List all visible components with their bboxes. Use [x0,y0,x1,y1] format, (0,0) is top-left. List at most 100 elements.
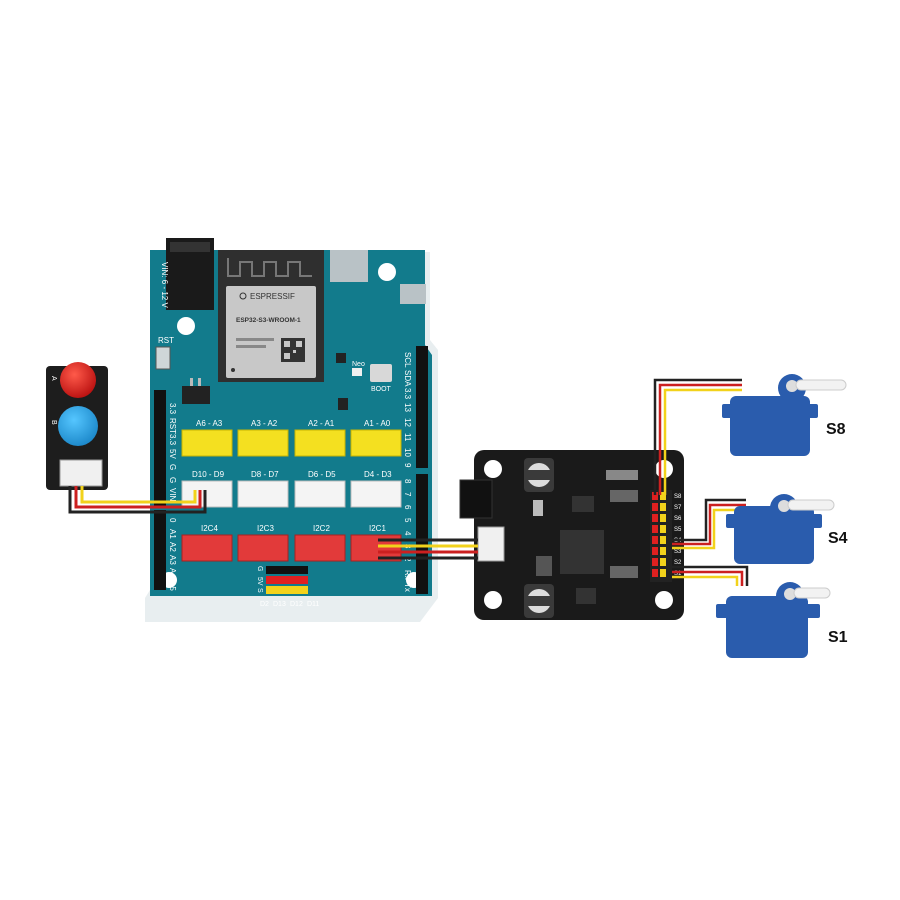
header-label: 7 [403,492,412,497]
button-module: A B [46,362,108,490]
header-label: A4 [168,568,177,578]
button-b[interactable] [58,406,98,446]
right-header-top [416,346,428,468]
header-label: A5 [168,581,177,591]
driver-input-connector[interactable] [477,526,505,562]
servo-body [730,396,810,456]
analog-port-label: A6 - A3 [196,419,223,428]
usb-connector [330,250,368,282]
channel-label: S3 [674,549,682,555]
digital-port-label: D4 - D3 [364,470,392,479]
left-header-bottom-labels: 0 A1 A2 A3 A4 A5 [168,518,177,591]
pin-header-block: G 5V S D2 D13 D12 D11 [256,566,319,608]
header-label: 12 [403,418,412,427]
header-label: 8 [403,479,412,484]
header-label: 6 [403,505,412,510]
channel-label: S6 [674,516,682,522]
i2c-port-label: I2C3 [257,524,274,533]
pin-col-label: D2 [260,601,269,608]
analog-port-2[interactable] [237,429,289,457]
servo-horn [787,499,835,511]
digital-port-4[interactable] [350,480,402,508]
header-label: 9 [403,463,412,468]
module-model: ESP32-S3-WROOM-1 [236,317,301,324]
left-header-top-labels: 3.3 RST 3.3 5V G G VIN [168,403,177,502]
mounting-hole [655,591,673,609]
header-label: 0 [168,518,177,523]
pin-row-label: 5V [256,577,263,586]
header-label: A3 [168,555,177,565]
i2c-port-label: I2C1 [369,524,386,533]
header-label: 3.3 [168,403,177,415]
header-label: 3.3 [403,388,412,400]
i2c-port-3[interactable] [237,534,289,562]
analog-port-label: A2 - A1 [308,419,335,428]
pin-col-label: D11 [307,601,319,608]
header-label: 4 [403,531,412,536]
wire-controller-to-driver [378,538,478,560]
servo-driver-board: S8 S7 S6 S5 S4 S3 S2 S1 [459,450,684,620]
header-label: Tx [403,583,412,592]
antenna-trace [227,258,312,277]
digital-port-2[interactable] [237,480,289,508]
digital-port-label: D8 - D7 [251,470,279,479]
neo-label: Neo [352,361,365,368]
header-label: 13 [403,403,412,412]
analog-port-label: A1 - A0 [364,419,391,428]
i2c-port-4[interactable] [181,534,233,562]
button-a[interactable] [60,362,96,398]
pin-col-label: D13 [273,601,286,608]
side-connector [400,284,426,304]
button-a-label: A [50,376,57,381]
header-label: G [168,464,177,470]
servo-label: S1 [828,629,848,646]
digital-port-3[interactable] [294,480,346,508]
digital-port-label: D10 - D9 [192,470,225,479]
rst-label: RST [158,336,174,345]
button-b-label: B [50,420,57,425]
servo-horn [795,379,847,391]
header-label: 10 [403,448,412,457]
i2c-port-row: I2C4 I2C3 I2C2 I2C1 [181,524,402,562]
wire-servo-s1 [672,565,749,586]
regulator-chip [182,386,210,404]
mounting-hole [484,591,502,609]
header-label: SCL [403,352,412,368]
servo-body [734,506,814,564]
header-label: VIN [168,488,177,502]
header-label: 5 [403,518,412,523]
right-header-bottom-labels: 8 7 6 5 4 3 2 Rx Tx [403,479,412,592]
button-module-connector[interactable] [59,459,103,487]
i2c-port-label: I2C2 [313,524,330,533]
analog-port-row: A6 - A3 A3 - A2 A2 - A1 A1 - A0 [181,419,402,457]
channel-label: S1 [674,571,682,577]
analog-port-3[interactable] [294,429,346,457]
analog-port-label: A3 - A2 [251,419,278,428]
header-label: G [168,477,177,483]
header-label: RST [168,418,177,434]
header-label: 3.3 [168,434,177,446]
boot-button[interactable] [370,364,392,382]
pin-row-label: S [256,588,263,593]
analog-port-4[interactable] [350,429,402,457]
espressif-logo-icon [239,292,247,300]
wire-servo-s4 [672,498,746,550]
header-label: A2 [168,542,177,552]
driver-chip [572,496,594,512]
analog-port-1[interactable] [181,429,233,457]
mounting-hole [484,460,502,478]
servo-horn [793,587,831,599]
header-label: A1 [168,529,177,539]
servo-label: S4 [828,530,848,547]
servo-label: S8 [826,421,846,438]
channel-label: S7 [674,505,682,511]
module-brand: ESPRESSIF [250,292,295,301]
rst-button[interactable] [155,346,171,370]
i2c-port-2[interactable] [294,534,346,562]
channel-label: S5 [674,527,682,533]
header-label: SDA [403,370,412,387]
servo-body [726,596,808,658]
mounting-hole [177,317,195,335]
servo-header-pins [652,492,666,577]
boot-label: BOOT [371,386,392,393]
